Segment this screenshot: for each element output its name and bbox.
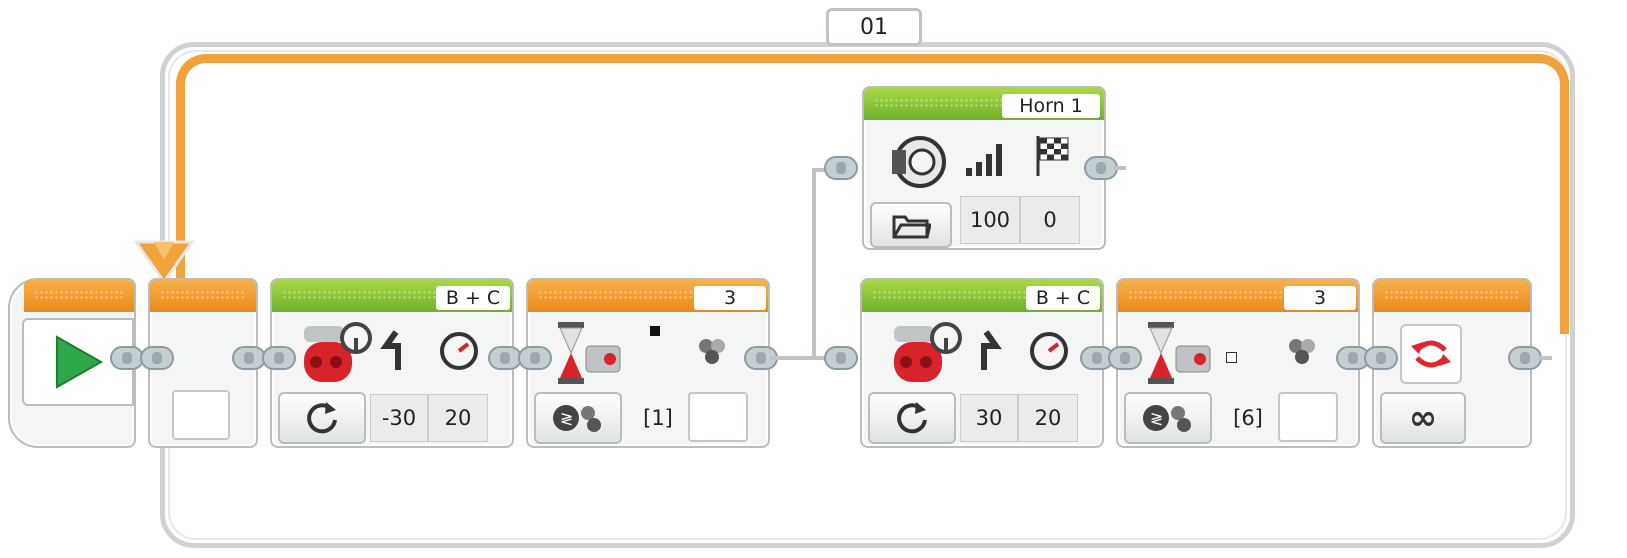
loop-input-plug [140,346,174,370]
wait-color-block-1[interactable]: 3 ≷ [1] [526,278,770,448]
steering1-output-plug [488,346,522,370]
svg-text:≷: ≷ [1150,409,1163,428]
loop-output-plug [232,346,266,370]
move-steering-icon [304,322,372,382]
steering-value[interactable]: -30 [370,394,428,442]
port-label[interactable]: 3 [694,286,766,310]
infinity-icon: ∞ [1408,398,1438,438]
volume-value[interactable]: 100 [960,196,1020,244]
loop-name-label[interactable]: 01 [826,8,922,46]
sound-file-label[interactable]: Horn 1 [1002,94,1100,118]
color-dots-icon [1289,339,1315,364]
branch-wire [812,168,816,358]
wait-color-icon [1148,322,1211,384]
loop-end-segment[interactable]: ∞ [1372,278,1532,448]
port-label[interactable]: B + C [1026,286,1100,310]
loop-mode-icon-box [1400,324,1462,384]
color-square-icon [1226,352,1237,363]
loop-end-input-plug [1364,346,1398,370]
volume-icon [966,144,1002,176]
steering-value[interactable]: 30 [960,394,1018,442]
compare-color-icon: ≷ [1143,405,1191,432]
power-value[interactable]: 20 [428,394,488,442]
play-type-flag-icon [1036,136,1069,176]
rotate-icon [307,402,337,434]
sound-input-plug [824,156,858,180]
mode-selector[interactable]: ≷ [534,392,622,444]
power-value[interactable]: 20 [1018,394,1078,442]
compare-color-icon: ≷ [553,405,601,432]
steering1-input-plug [262,346,296,370]
mode-selector[interactable] [278,392,366,444]
compare-value[interactable]: [1] [643,406,673,430]
sound-output-stub [1114,166,1126,170]
folder-icon [892,215,931,239]
svg-text:≷: ≷ [560,409,573,428]
sound-block[interactable]: Horn 1 100 0 [862,86,1106,250]
steering-direction-icon [981,330,1002,370]
sequence-wire [770,356,830,360]
play-icon [56,335,104,389]
speaker-icon [892,136,946,188]
port-label[interactable]: B + C [436,286,510,310]
loop-output-stub [1538,356,1552,360]
mode-selector[interactable]: ≷ [1124,392,1212,444]
wait1-input-plug [518,346,552,370]
power-gauge-icon [440,332,478,370]
play-type-value[interactable]: 0 [1020,196,1080,244]
move-steering-block-2[interactable]: B + C 30 20 [860,278,1104,448]
loop-count-selector[interactable]: ∞ [1380,392,1466,444]
power-gauge-icon [1030,332,1068,370]
mode-selector[interactable] [868,392,956,444]
move-steering-icon [894,322,962,382]
compare-value[interactable]: [6] [1233,406,1263,430]
color-dots-icon [699,339,725,364]
loop-arrow-icon [133,240,195,285]
mode-selector[interactable] [870,202,952,248]
wait-color-block-2[interactable]: 3 ≷ [6] [1116,278,1360,448]
steering-direction-icon [380,330,401,370]
port-label[interactable]: 3 [1284,286,1356,310]
steering2-input-plug [824,346,858,370]
start-output-plug [110,346,144,370]
move-steering-block-1[interactable]: B + C -30 20 [270,278,514,448]
wait2-input-plug [1108,346,1142,370]
wait-color-icon [558,322,621,384]
rotate-icon [897,402,927,434]
color-square-icon [650,326,660,336]
sound-output-plug [1084,156,1118,180]
loop-end-output-plug [1508,346,1542,370]
loop-repeat-icon [1411,340,1451,368]
loop-return-wire [176,54,1569,334]
